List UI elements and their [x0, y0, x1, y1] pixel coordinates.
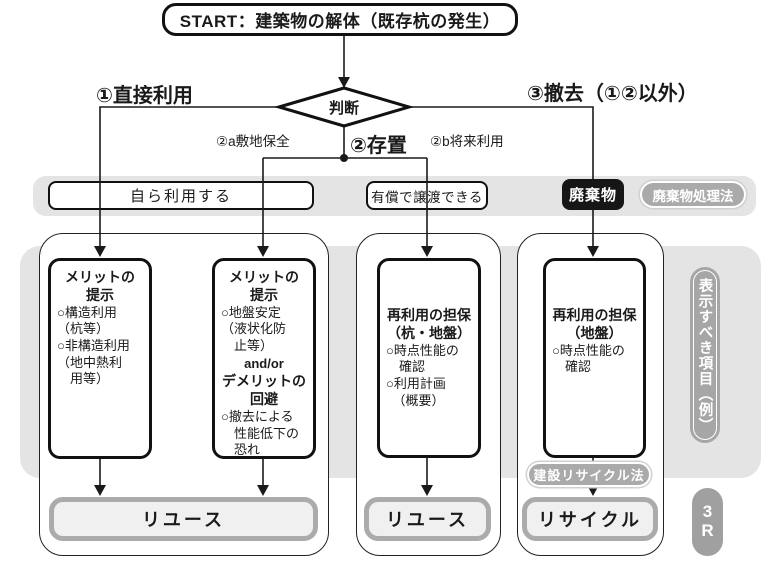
guarantee-box-removal: 再利用の担保 （地盤） ○時点性能の 確認 [543, 258, 646, 458]
branch-label-site-preservation: ②a敷地保全 [216, 134, 290, 149]
side-items-badge: 表示すべき項目（例） [690, 267, 720, 443]
branch-label-removal: ③撤去（①②以外） [527, 83, 698, 105]
start-label: START：建築物の解体（既存杭の発生） [179, 12, 501, 31]
decision-diamond [273, 86, 415, 128]
arrowhead-icons [94, 77, 599, 496]
self-use-node: 自ら利用する [48, 181, 314, 210]
merit-box-direct-use: メリットの 提示 ○構造利用 （杭等） ○非構造利用 （地中熱利 用等） [48, 258, 152, 459]
merit-box-site-preservation: メリットの 提示 ○地盤安定 （液状化防 止等） and/or デメリットの 回… [212, 258, 316, 459]
three-r-label: 3 R [701, 502, 714, 540]
decision-label: 判断 [328, 100, 359, 117]
waste-law-label: 廃棄物処理法 [652, 188, 734, 204]
merit-box-2-connector: and/or [244, 355, 284, 371]
waste-label: 廃棄物 [568, 187, 617, 204]
guarantee-box-2-body: ○時点性能の 確認 [552, 342, 625, 375]
merit-box-1-body: ○構造利用 （杭等） ○非構造利用 （地中熱利 用等） [57, 304, 130, 387]
start-node: START：建築物の解体（既存杭の発生） [162, 3, 518, 36]
recycle-law-badge: 建設リサイクル法 [527, 462, 651, 487]
branch-label-direct-use: ①直接利用 [96, 85, 193, 107]
merit-box-2-title2: デメリットの 回避 [222, 373, 306, 408]
branch-label-preservation: ②存置 [350, 135, 407, 157]
guarantee-box-future-use: 再利用の担保 （杭・地盤） ○時点性能の 確認 ○利用計画 （概要） [377, 258, 481, 458]
outcome-recycle-label: リサイクル [537, 510, 643, 530]
guarantee-box-1-body: ○時点性能の 確認 ○利用計画 （概要） [386, 342, 459, 408]
three-r-badge: 3 R [692, 488, 723, 556]
waste-node: 廃棄物 [562, 179, 624, 210]
recycle-law-label: 建設リサイクル法 [533, 468, 645, 483]
outcome-reuse-2: リユース [364, 497, 491, 541]
merit-box-2-body: ○地盤安定 （液状化防 止等） [221, 304, 287, 354]
outcome-reuse-2-label: リユース [385, 510, 470, 530]
merit-box-1-title: メリットの 提示 [65, 269, 135, 303]
guarantee-box-2-title: 再利用の担保 （地盤） [552, 307, 637, 341]
waste-law-badge: 廃棄物処理法 [640, 181, 746, 208]
side-items-label: 表示すべき項目（例） [696, 277, 713, 433]
merit-box-2-title: メリットの 提示 [229, 269, 299, 303]
self-use-label: 自ら利用する [129, 188, 232, 205]
outcome-recycle: リサイクル [522, 497, 658, 541]
branch-label-future-use: ②b将来利用 [430, 134, 504, 149]
outcome-reuse-1-label: リユース [141, 510, 226, 530]
outcome-reuse-1: リユース [49, 497, 318, 541]
merit-box-2-body2: ○撤去による 性能低下の 恐れ [221, 409, 300, 458]
guarantee-box-1-title: 再利用の担保 （杭・地盤） [387, 307, 471, 341]
